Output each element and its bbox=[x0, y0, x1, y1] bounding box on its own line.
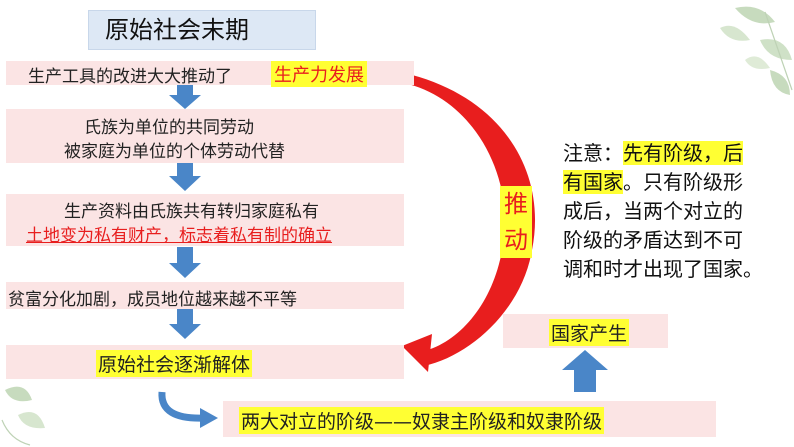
step6-text: 两大对立的阶级——奴隶主阶级和奴隶阶级 bbox=[239, 407, 604, 434]
push-label-char-2: 动 bbox=[500, 222, 532, 258]
state-emerges-box: 国家产生 bbox=[503, 314, 668, 348]
note-line-2: 有国家。只有阶级形 bbox=[563, 168, 785, 197]
down-arrow-3 bbox=[169, 247, 201, 278]
step5-text: 原始社会逐渐解体 bbox=[96, 350, 252, 377]
step-two-classes: 两大对立的阶级——奴隶主阶级和奴隶阶级 bbox=[223, 401, 716, 437]
note-highlight-1: 先有阶级，后 bbox=[623, 141, 743, 165]
step-tools-improvement: 生产工具的改进大大推动了 生产力发展 bbox=[6, 61, 414, 85]
note-prefix: 注意： bbox=[563, 141, 623, 165]
push-label: 推 动 bbox=[500, 186, 532, 258]
step2-line2: 被家庭为单位的个体劳动代替 bbox=[64, 137, 285, 162]
step-labor-change: 氏族为单位的共同劳动 被家庭为单位的个体劳动代替 bbox=[6, 109, 404, 163]
step1-text: 生产工具的改进大大推动了 bbox=[28, 62, 232, 87]
note-rest-2: 。只有阶级形 bbox=[623, 170, 743, 194]
step1-highlight: 生产力发展 bbox=[271, 61, 367, 87]
step2-line1: 氏族为单位的共同劳动 bbox=[84, 113, 254, 138]
state-emerges-text: 国家产生 bbox=[549, 319, 629, 346]
note-line-5: 调和时才出现了国家。 bbox=[563, 255, 785, 284]
note-line-4: 阶级的矛盾达到不可 bbox=[563, 226, 785, 255]
step-wealth-gap: 贫富分化加剧，成员地位越来越不平等 bbox=[6, 282, 404, 309]
page-title: 原始社会末期 bbox=[88, 10, 316, 50]
down-arrow-2 bbox=[169, 162, 201, 191]
note-block: 注意：先有阶级，后 有国家。只有阶级形 成后，当两个对立的 阶级的矛盾达到不可 … bbox=[563, 139, 785, 284]
note-highlight-2: 有国家 bbox=[563, 170, 623, 194]
leaf-decoration-bottom-left bbox=[2, 387, 45, 445]
down-arrow-4 bbox=[169, 309, 201, 339]
step3-line2: 土地变为私有财产，标志着私有制的确立 bbox=[26, 221, 332, 246]
up-arrow-state bbox=[562, 350, 608, 392]
push-label-char-1: 推 bbox=[500, 186, 532, 222]
step-private-ownership: 生产资料由氏族共有转归家庭私有 土地变为私有财产，标志着私有制的确立 bbox=[6, 194, 404, 246]
step-society-disintegration: 原始社会逐渐解体 bbox=[6, 345, 404, 379]
step4-text: 贫富分化加剧，成员地位越来越不平等 bbox=[8, 285, 297, 310]
step3-line1: 生产资料由氏族共有转归家庭私有 bbox=[64, 197, 319, 222]
curved-arrow-blue bbox=[162, 392, 218, 428]
leaf-decoration-top-right bbox=[720, 7, 792, 95]
note-line-3: 成后，当两个对立的 bbox=[563, 197, 785, 226]
note-line-1: 注意：先有阶级，后 bbox=[563, 139, 785, 168]
